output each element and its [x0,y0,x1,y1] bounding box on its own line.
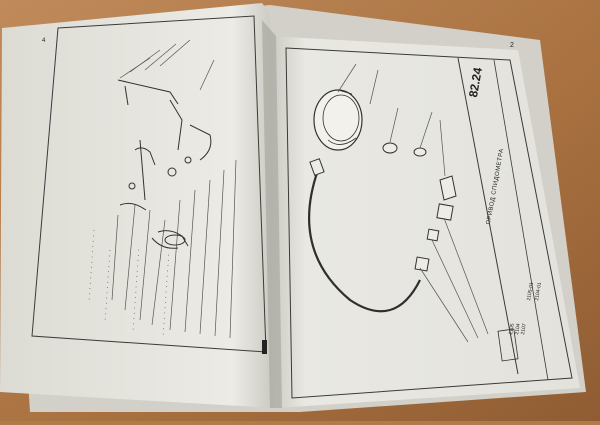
speedometer-cable [308,169,421,313]
left-page-number: 4 [42,38,46,44]
gear-linkage-drawing [117,79,212,249]
right-leader-lines [337,63,489,343]
cable-fittings [309,142,457,272]
title-column-divider-2 [493,59,549,381]
spine-mark [262,340,267,354]
logo-box [497,328,519,362]
right-page-number: 2 [510,42,514,49]
right-page-frame [285,47,573,399]
title-column-divider [457,57,519,375]
gutter-shadow [262,20,282,408]
speedometer-drawing [313,89,363,151]
left-leader-lines [111,39,237,339]
